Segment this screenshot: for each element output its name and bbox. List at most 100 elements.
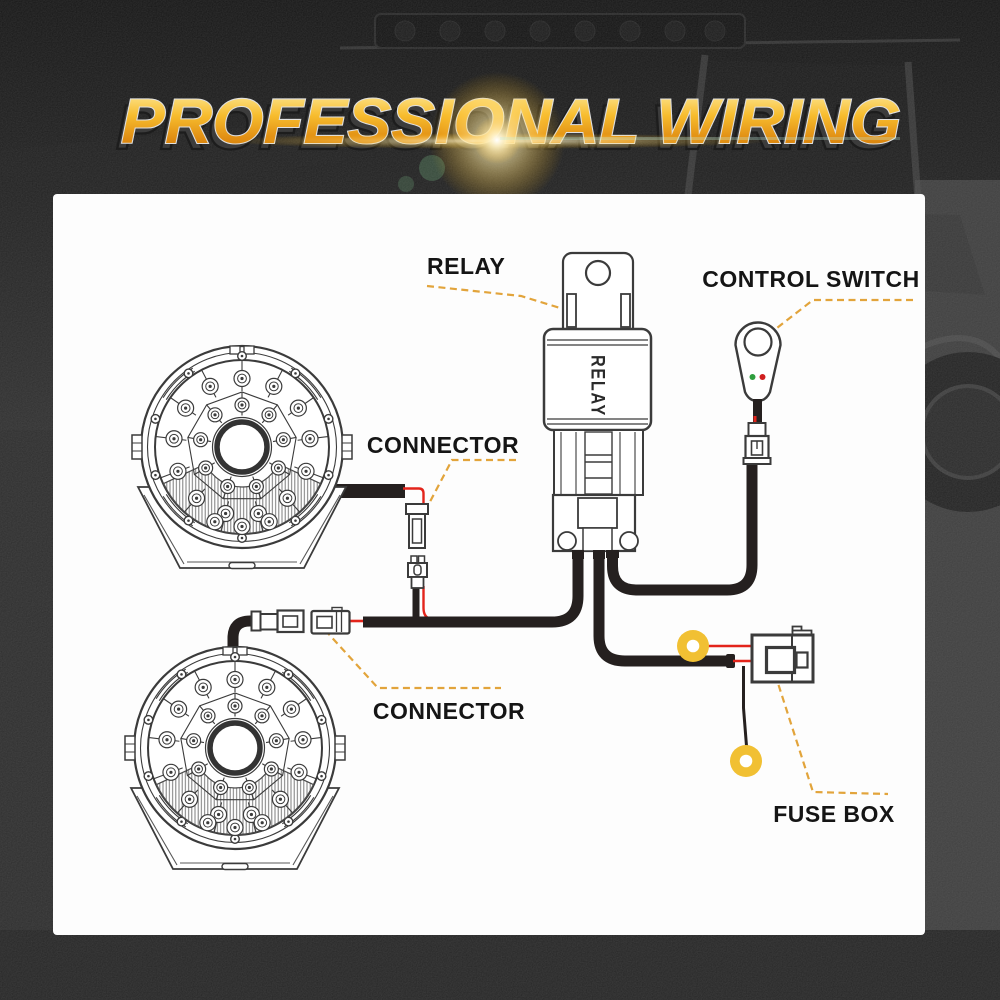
led-dot [201, 685, 205, 689]
led-mid [305, 433, 315, 444]
relay-tab-slot-left [566, 293, 577, 328]
leader-control-switch [763, 298, 913, 339]
switch-red-wire [753, 416, 757, 424]
led-mid [298, 734, 308, 745]
relay-socket-inner [577, 497, 618, 529]
bezel-screw-dot [154, 417, 157, 421]
led-mid [286, 704, 297, 714]
relay-socket-inner-2 [582, 527, 613, 552]
bezel-screw-dot [294, 372, 297, 375]
light-side-tab-lines [125, 743, 345, 753]
led-dot [254, 484, 258, 489]
bezel-screw-dot [187, 519, 190, 522]
light-side-tab-left [124, 735, 136, 761]
led-mid [213, 809, 224, 820]
center-hole-outer [211, 416, 273, 478]
bezel-screw-dot [287, 673, 290, 676]
relay: RELAY [542, 251, 653, 559]
led-dot [265, 685, 269, 689]
bezel-screw-dot [187, 372, 190, 375]
connector-male-base [410, 576, 425, 589]
light-top-tab [236, 646, 248, 656]
led-dot [177, 707, 181, 711]
bezel-screw-dot [180, 673, 183, 676]
led-mid [264, 516, 275, 527]
connector-bottom-label: CONNECTOR [373, 698, 525, 724]
led-dot [213, 520, 217, 524]
led-mid [203, 711, 213, 721]
connector-female-inner [411, 518, 423, 544]
leader-connector-bottom [324, 629, 501, 690]
led-dot [297, 770, 301, 774]
led-dot [260, 714, 264, 718]
led-dot [169, 770, 173, 774]
led-dot [206, 714, 210, 718]
led-mid [230, 822, 240, 833]
led-mid [294, 767, 304, 778]
connector-male-pin [413, 564, 422, 576]
switch-led-green [749, 374, 756, 380]
led-mid [166, 767, 176, 778]
bezel-screw-dot [320, 718, 323, 722]
led-dot [219, 785, 223, 790]
relay-wire-stub-2 [593, 550, 605, 559]
led-dot [267, 413, 271, 417]
led-dot [296, 406, 300, 410]
led-mid [169, 433, 179, 444]
fuse-box-label: FUSE BOX [773, 801, 895, 827]
ring-terminal-2 [730, 745, 762, 777]
led-dot [208, 384, 212, 388]
lens-facet-ring [180, 692, 290, 801]
light-top-tab [243, 345, 255, 355]
led-mid [209, 516, 220, 527]
led-mid [257, 817, 268, 828]
relay-power-wire [593, 553, 729, 667]
led-dot [289, 707, 293, 711]
led-dot [281, 438, 285, 442]
relay-tab-slot-right [620, 293, 631, 328]
led-dot [233, 677, 237, 682]
led-mid [196, 435, 205, 445]
relay-socket-foot-right [619, 531, 639, 551]
bezel-screw-dot [154, 473, 157, 477]
led-mid [189, 736, 198, 746]
led-dot [199, 438, 203, 442]
led-dot [240, 376, 244, 381]
bezel-screw-dot [233, 837, 237, 841]
bezel-screw-dot [233, 655, 237, 659]
led-mid [237, 521, 247, 532]
connector-cap [405, 503, 429, 515]
led-mid [245, 783, 254, 792]
led-dot [206, 821, 210, 825]
light-side-tab-right [334, 735, 346, 761]
led-dot [197, 767, 201, 771]
center-hole-ring [214, 419, 270, 475]
led-dot [226, 484, 230, 489]
led-mid [257, 711, 267, 721]
led-dot [247, 785, 251, 790]
led-mid [220, 508, 231, 519]
control-switch-label: CONTROL SWITCH [702, 266, 919, 292]
led-mid [201, 463, 210, 473]
led-mid [268, 381, 279, 392]
control-switch [734, 321, 782, 465]
led-dot [165, 738, 169, 742]
lens-flare-core [473, 116, 521, 164]
center-hole-ring [207, 720, 263, 776]
led-mid [293, 403, 304, 413]
bezel-screw-dot [294, 519, 297, 522]
led-mid [246, 809, 257, 820]
led-mid [194, 764, 203, 774]
led-mid [173, 466, 183, 477]
light-top-tab [229, 345, 241, 355]
fuse-box [750, 625, 815, 684]
relay-body-lines [547, 339, 648, 425]
led-dot [285, 496, 290, 500]
switch-connector-flange [742, 457, 772, 465]
relay-neck-channel [584, 431, 613, 495]
relay-label: RELAY [427, 253, 505, 279]
lens-flare-green-spot [419, 155, 445, 181]
led-dot [233, 704, 237, 708]
bezel-screw-dot [240, 536, 244, 540]
